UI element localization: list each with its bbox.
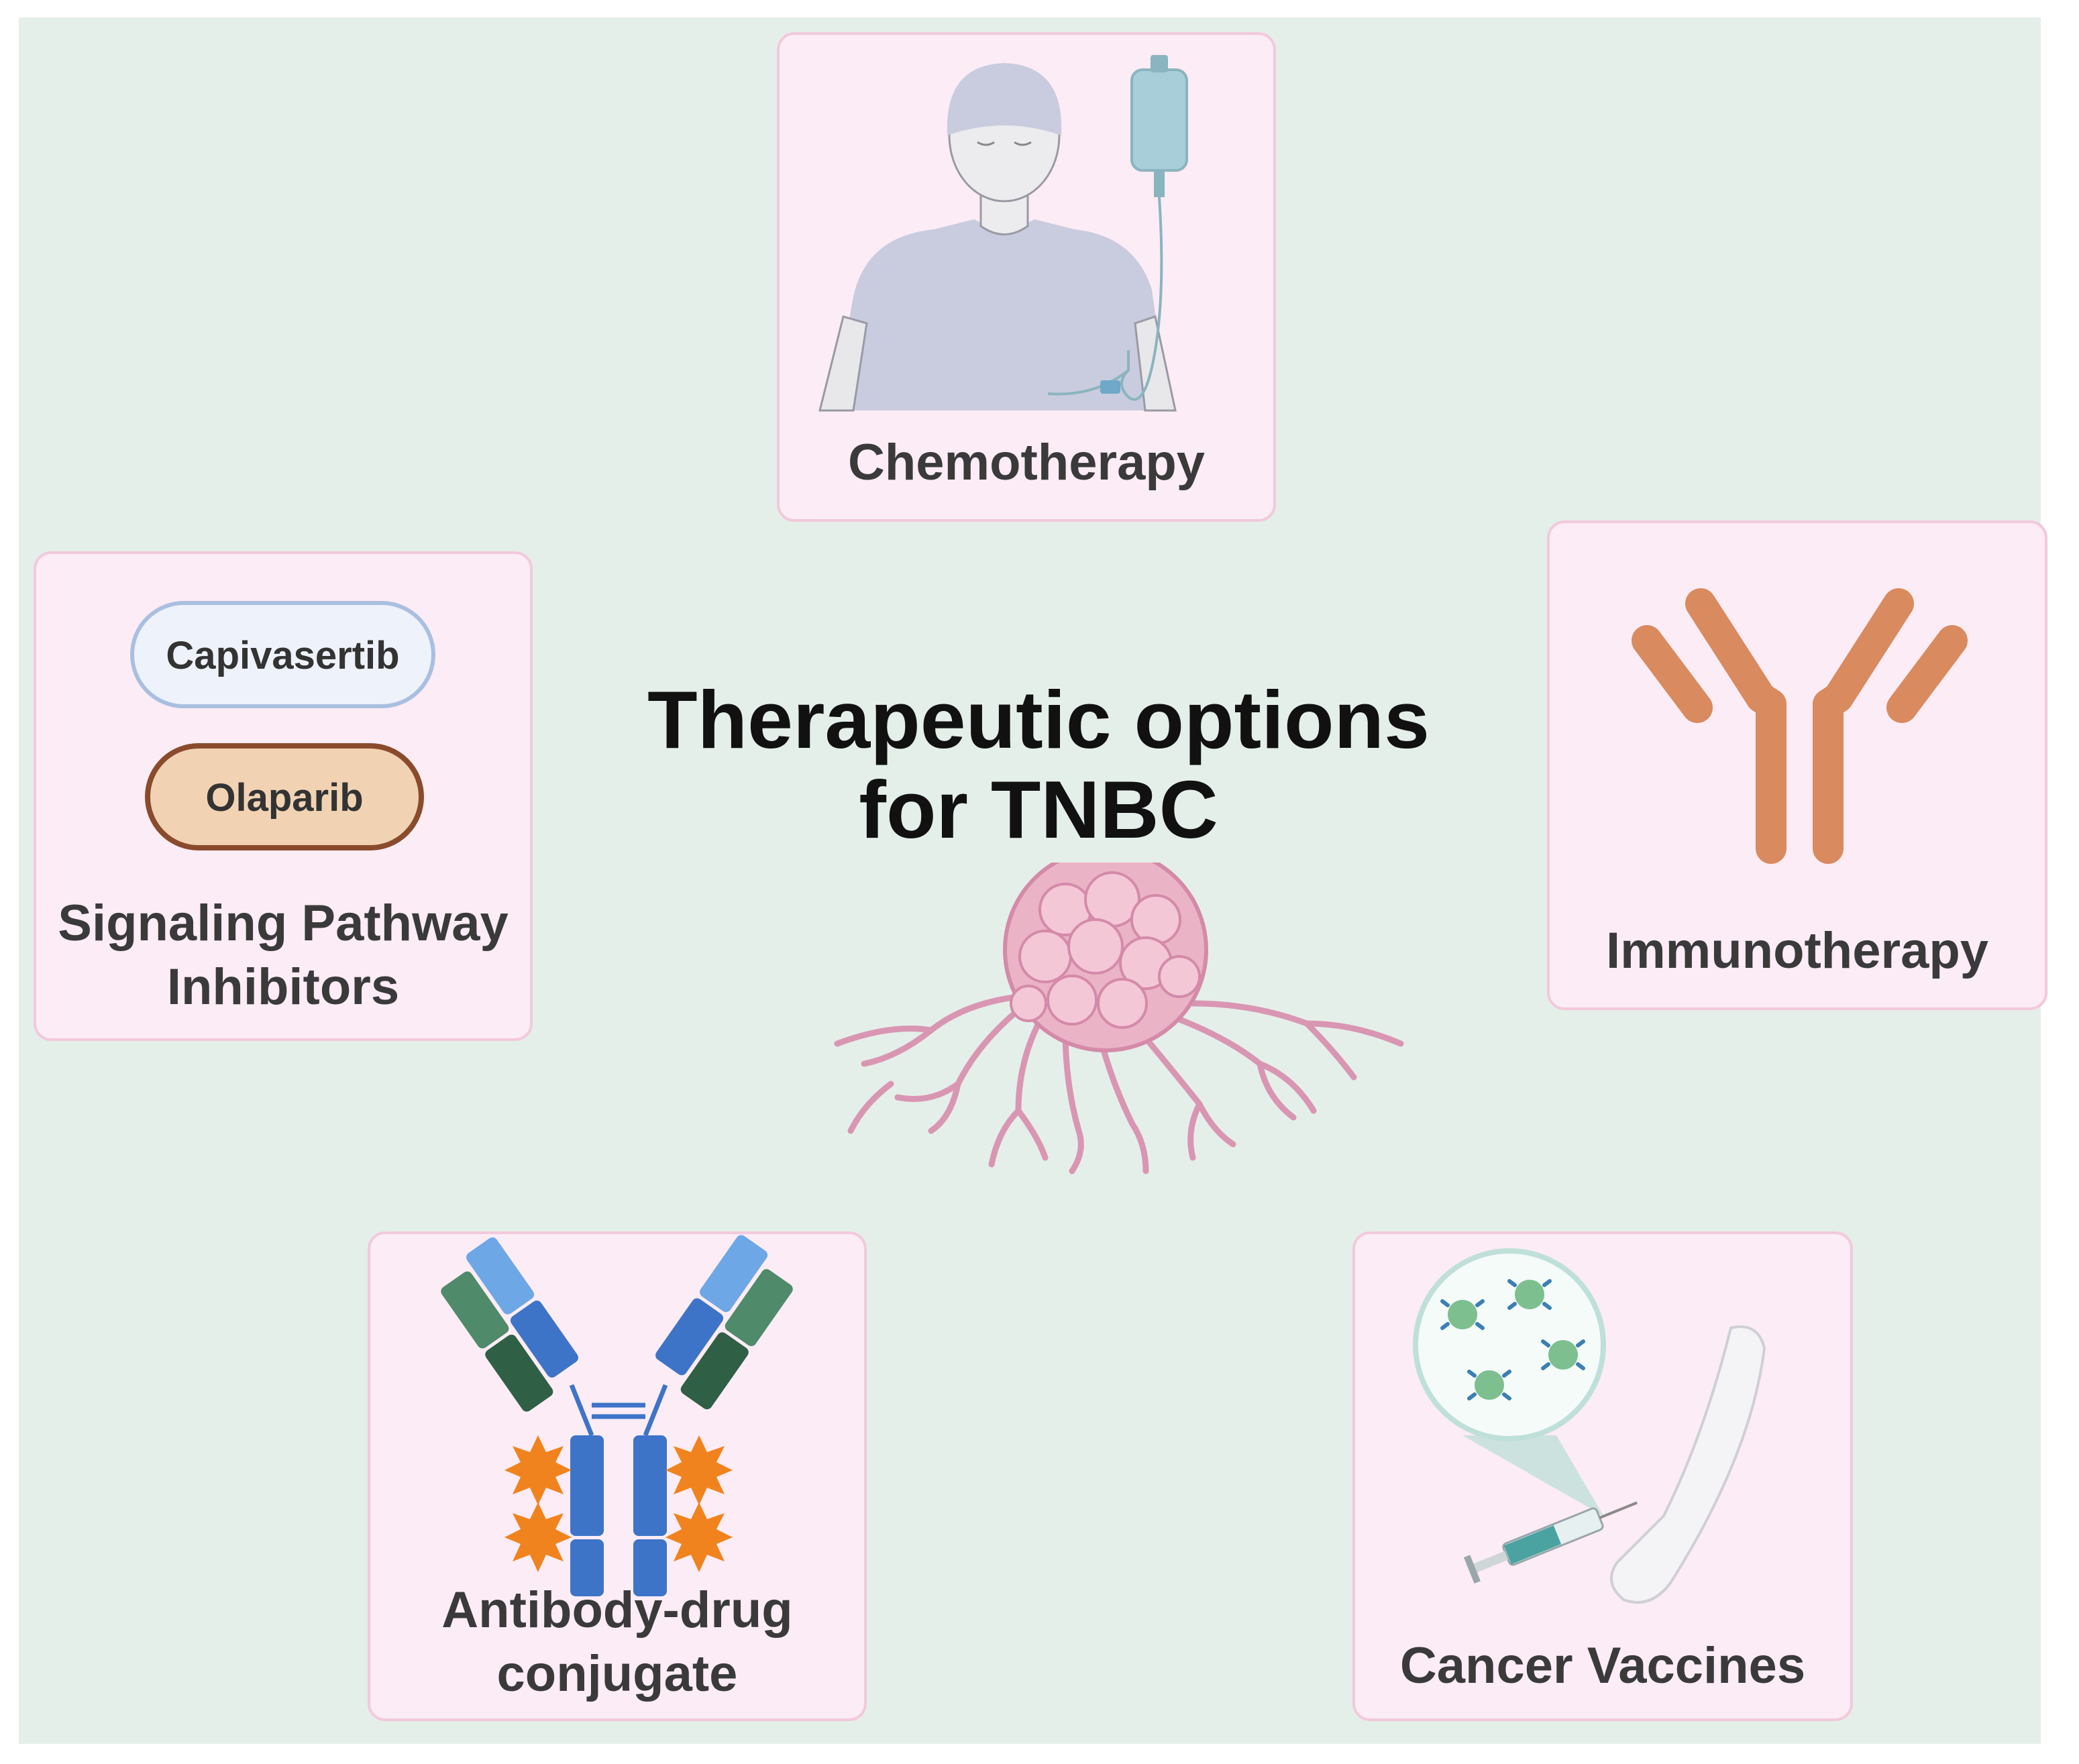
diagram-canvas: Therapeutic options for TNBC [19,17,2047,1744]
cancer-vaccines-label: Cancer Vaccines [1399,1637,1806,1694]
diagram-title: Therapeutic options for TNBC [602,675,1475,855]
card-immunotherapy: Immunotherapy [1547,520,2047,1010]
adc-label-line-2: conjugate [496,1645,738,1702]
signaling-label-line-2: Inhibitors [166,958,400,1015]
drug-pill-olaparib: Olaparib [145,743,424,850]
immunotherapy-label: Immunotherapy [1605,922,1989,979]
vaccine-syringe-icon [1413,1248,1766,1604]
card-chemotherapy: Chemotherapy [777,32,1276,522]
card-cancer-vaccines: Cancer Vaccines [1352,1231,1853,1721]
antibody-icon [1632,588,1968,864]
title-line-1: Therapeutic options [647,674,1430,765]
tumor-icon [834,863,1404,1174]
adc-label-line-1: Antibody-drug [441,1582,793,1639]
patient-iv-icon [818,55,1188,412]
signaling-label-line-1: Signaling Pathway [58,895,509,952]
card-antibody-drug-conjugate: Antibody-drug conjugate [368,1231,867,1721]
drug-pill-capivasertib: Capivasertib [130,601,435,708]
antibody-drug-conjugate-icon [441,1235,793,1596]
title-line-2: for TNBC [859,764,1218,855]
card-signaling-inhibitors: Capivasertib Olaparib Signaling Pathway … [34,551,533,1041]
chemotherapy-label: Chemotherapy [847,434,1206,491]
